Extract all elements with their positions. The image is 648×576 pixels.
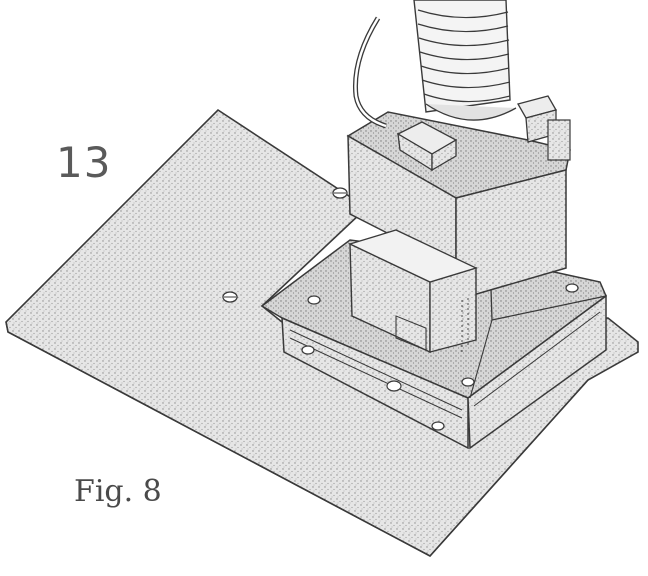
plate-screw-middle bbox=[222, 291, 238, 303]
inner-module-side bbox=[429, 267, 477, 353]
figure-caption: Fig. 8 bbox=[74, 474, 162, 509]
power-cable bbox=[353, 16, 387, 129]
frame-screw-7 bbox=[431, 421, 445, 431]
frame-screw-6 bbox=[386, 380, 402, 392]
mounting-frame-side bbox=[467, 294, 607, 450]
frame-screw-3 bbox=[565, 283, 579, 293]
terminal-block bbox=[396, 121, 458, 172]
frame-screw-1 bbox=[307, 295, 321, 305]
base-plate-edge bbox=[5, 321, 589, 557]
frame-screw-5 bbox=[301, 345, 315, 355]
hose-clamp bbox=[517, 95, 571, 161]
plate-screw-top bbox=[332, 187, 348, 199]
mounting-frame-front bbox=[281, 316, 469, 450]
corrugated-hose bbox=[413, 0, 517, 121]
reference-numeral: 13 bbox=[56, 138, 112, 187]
frame-screw-4 bbox=[461, 377, 475, 387]
